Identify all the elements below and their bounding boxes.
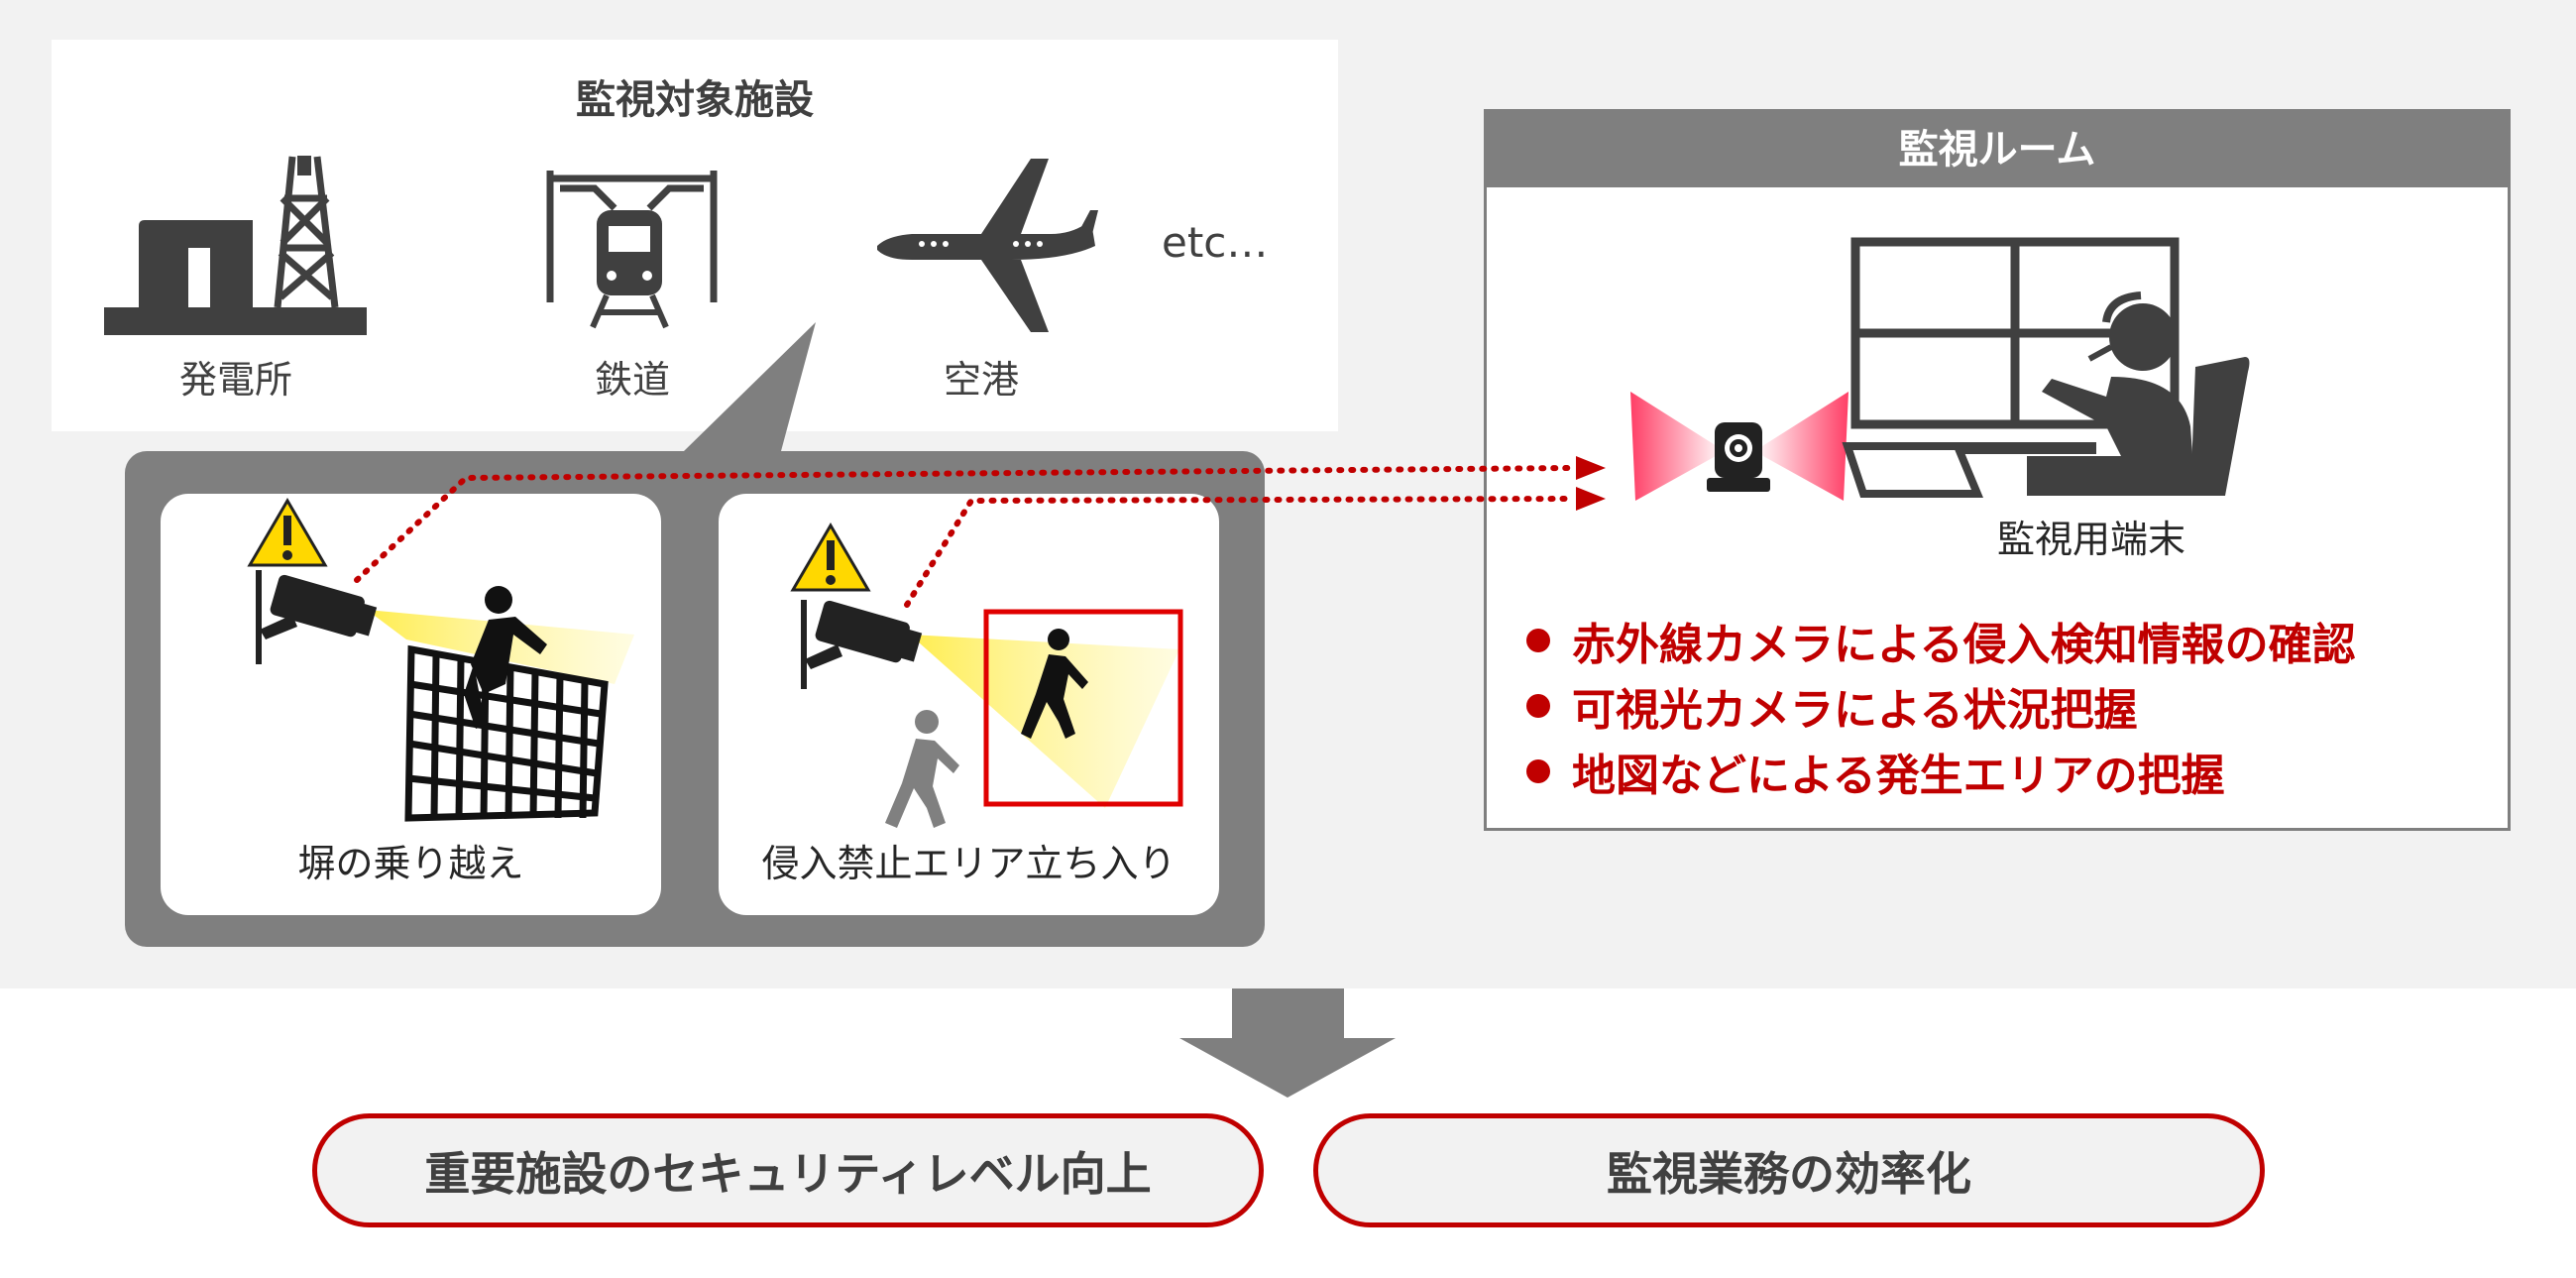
- monitoring-room-title: 監視ルーム: [1487, 112, 2508, 187]
- alert-glow-left: [1630, 392, 1725, 501]
- room-bullet-3: 地図などによる発生エリアの把握: [1526, 739, 2356, 804]
- facilities-panel: 監視対象施設 発電所 鉄道 空港 etc…: [52, 40, 1338, 431]
- fence-climbing-person-icon: [404, 586, 609, 822]
- warning-icon: [790, 523, 871, 592]
- arrow-head-icon: [1576, 456, 1606, 480]
- signal-connector-lines: [354, 465, 1574, 608]
- alert-glow-right: [1754, 392, 1848, 501]
- restricted-area-walking-person-icon: [1021, 629, 1088, 739]
- callout-pointer: [684, 322, 816, 451]
- outcome-efficiency: 監視業務の効率化: [1313, 1113, 2265, 1227]
- alarm-beacon-icon: [1707, 422, 1770, 492]
- arrow-head-icon: [1576, 487, 1606, 511]
- power-plant-icon: [104, 156, 367, 335]
- bullet-dot-icon: [1526, 759, 1550, 783]
- outcome-security-level: 重要施設のセキュリティレベル向上: [312, 1113, 1264, 1227]
- terminal-label: 監視用端末: [1996, 518, 2185, 561]
- desk-keyboard-icon: [1842, 442, 2096, 498]
- room-bullet-list: 赤外線カメラによる侵入検知情報の確認 可視光カメラによる状況把握 地図などによる…: [1526, 608, 2356, 804]
- bullet-dot-icon: [1526, 629, 1550, 652]
- train-icon: [546, 171, 718, 329]
- facility-label-railway: 鉄道: [594, 358, 670, 402]
- restricted-area-box: [983, 609, 1183, 807]
- scenario-label-restricted-area: 侵入禁止エリア立ち入り: [761, 842, 1176, 885]
- down-arrow-icon: [1179, 988, 1396, 1098]
- scenario-label-fence: 塀の乗り越え: [297, 842, 524, 885]
- room-bullet-1: 赤外線カメラによる侵入検知情報の確認: [1526, 608, 2356, 673]
- security-camera-icon: [256, 570, 378, 664]
- warning-icon: [247, 498, 328, 567]
- camera-beam-2: [910, 635, 1179, 808]
- bullet-dot-icon: [1526, 694, 1550, 718]
- facility-label-airport: 空港: [943, 358, 1019, 402]
- airplane-icon: [877, 159, 1098, 332]
- room-bullet-2: 可視光カメラによる状況把握: [1526, 673, 2356, 739]
- operator-headset-icon: [2027, 291, 2250, 496]
- facility-label-power-plant: 発電所: [178, 358, 292, 402]
- walking-person-gray-icon: [885, 710, 959, 828]
- security-camera-icon: [801, 600, 923, 689]
- facilities-etc: etc…: [1162, 218, 1269, 267]
- facilities-title: 監視対象施設: [576, 77, 814, 123]
